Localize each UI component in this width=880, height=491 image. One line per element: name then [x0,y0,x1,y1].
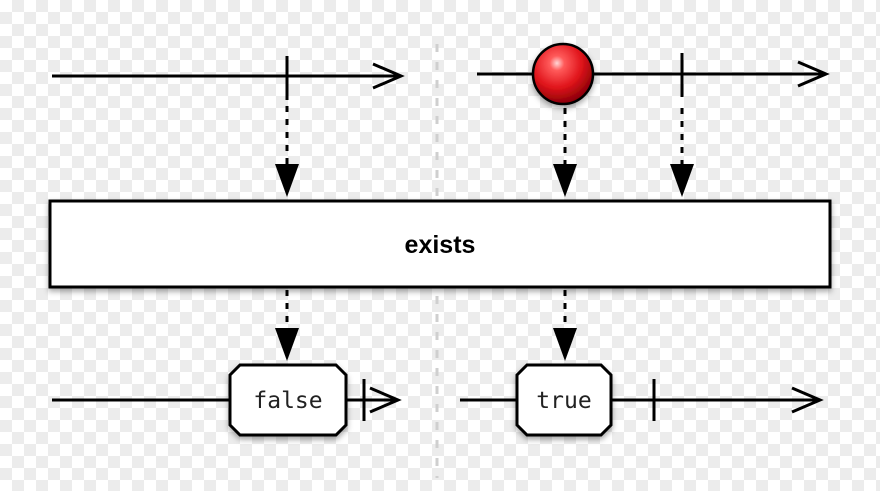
left-operator-to-output-arrow [275,290,299,361]
right-output-timeline [460,379,824,421]
left-input-timeline [52,56,405,100]
right-output-value-box: true [515,363,613,437]
right-operator-to-output-arrow [553,290,577,361]
left-input-to-operator-arrow [275,106,299,197]
right-output-value: true [536,388,591,414]
right-complete-to-operator-arrow [670,108,694,197]
left-output-value-box: false [228,363,348,437]
right-item-to-operator-arrow [553,108,577,197]
right-input-timeline [477,53,830,97]
left-output-value: false [253,388,322,414]
operator-box: exists [48,199,832,289]
operator-label: exists [405,231,476,259]
input-marble-item [531,42,595,106]
